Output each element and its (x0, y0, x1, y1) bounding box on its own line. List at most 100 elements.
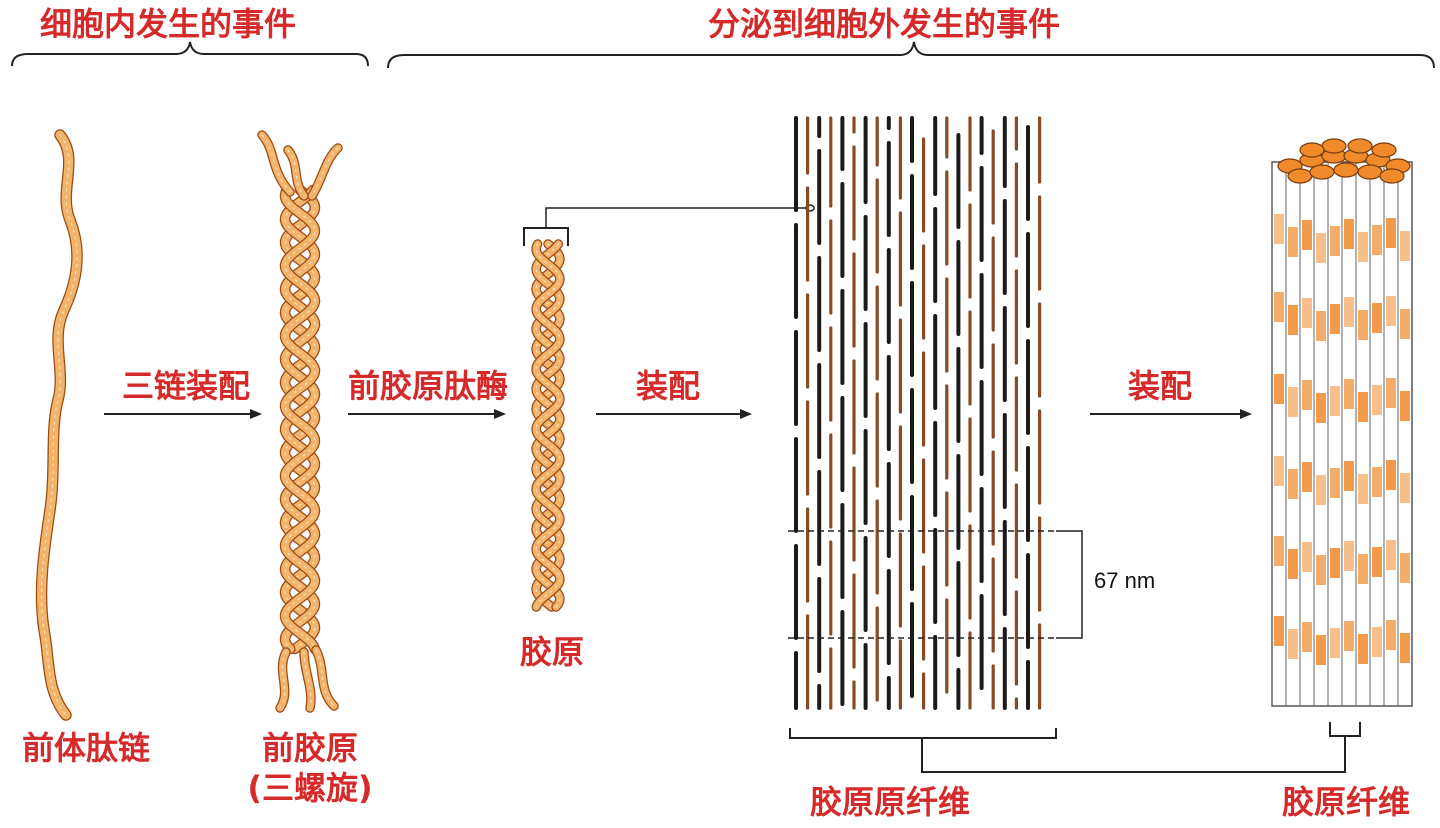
fiber-band (1274, 214, 1284, 244)
fiber-band (1330, 386, 1340, 416)
procollagen-loose-end-2 (283, 145, 309, 201)
collagen-fibril-array (794, 116, 1042, 710)
fibril-end-cap (1299, 142, 1325, 158)
fiber-band (1344, 219, 1354, 249)
procollagen-triple-helix (257, 130, 343, 713)
fiber-band (1316, 635, 1326, 665)
fiber-band (1344, 297, 1354, 327)
fiber-band (1344, 461, 1354, 491)
fiber-band (1344, 621, 1354, 651)
fibril-end-cap (1379, 168, 1405, 184)
extracellular-events-header: 分泌到细胞外发生的事件 (708, 5, 1061, 43)
fiber-band (1400, 391, 1410, 421)
fiber-band (1288, 227, 1298, 257)
fiber-band (1274, 616, 1284, 646)
fiber-band (1358, 554, 1368, 584)
collagen-fiber-bundle (1271, 138, 1413, 707)
fibril-bracket (789, 728, 1057, 739)
fibril-to-fiber-connector (921, 736, 1346, 773)
fiber-band (1372, 385, 1382, 415)
fiber-band (1372, 627, 1382, 657)
procollagen-loose-end-6 (311, 645, 339, 711)
fiber-band (1372, 547, 1382, 577)
fiber-band (1288, 629, 1298, 659)
collagen-label: 胶原 (519, 633, 585, 671)
fiber-band (1358, 474, 1368, 504)
procollagen-peptidase-label: 前胶原肽酶 (347, 367, 509, 405)
fiber-band (1372, 225, 1382, 255)
fiber-band (1316, 555, 1326, 585)
fiber-band (1274, 456, 1284, 486)
procollagen-loose-end-1 (257, 130, 295, 197)
procollagen-loose-end-4 (275, 647, 291, 713)
fiber-band (1400, 553, 1410, 583)
fiber-band (1330, 468, 1340, 498)
pro-alpha-chain-label: 前体肽链 (21, 729, 151, 767)
period-dimension-label: 67 nm (1094, 568, 1156, 593)
period-dimension-bracket (1056, 530, 1083, 639)
fibril-end-cap (1347, 138, 1373, 154)
fiber-band (1400, 473, 1410, 503)
fiber-band (1386, 378, 1396, 408)
fiber-band (1386, 296, 1396, 326)
fiber-band (1316, 393, 1326, 423)
assembly-label-1: 装配 (635, 367, 701, 405)
fiber-band (1330, 304, 1340, 334)
fiber-band (1358, 392, 1368, 422)
fiber-band (1372, 303, 1382, 333)
collagen-pointer-line (545, 207, 810, 228)
three-chain-assembly-label: 三链装配 (121, 367, 251, 405)
collagen-strand-3 (531, 239, 565, 612)
pro-alpha-chain (35, 129, 83, 721)
fiber-band (1302, 462, 1312, 492)
fiber-band (1358, 310, 1368, 340)
fiber-band (1316, 475, 1326, 505)
fiber-band (1288, 387, 1298, 417)
fiber-band (1288, 305, 1298, 335)
collagen-triple-helix (531, 239, 565, 612)
fiber-band (1316, 311, 1326, 341)
fiber-band (1274, 374, 1284, 404)
procollagen-strand-3 (279, 184, 321, 655)
fiber-band (1386, 620, 1396, 650)
intracellular-brace (11, 41, 369, 67)
fiber-band (1330, 226, 1340, 256)
fiber-band (1358, 634, 1368, 664)
fiber-band (1302, 542, 1312, 572)
procollagen-label: 前胶原 (261, 729, 359, 767)
procollagen-loose-end-3 (307, 143, 343, 201)
fiber-band (1386, 460, 1396, 490)
fibril-end-cap (1287, 168, 1313, 184)
fibril-end-cap (1357, 164, 1383, 180)
fiber-band (1274, 292, 1284, 322)
fiber-band (1288, 549, 1298, 579)
fiber-band (1358, 232, 1368, 262)
fiber-band (1302, 220, 1312, 250)
extracellular-brace (387, 41, 1435, 69)
collagen-fiber-label: 胶原纤维 (1281, 783, 1411, 821)
fiber-band (1302, 622, 1312, 652)
collagen-fibril-label: 胶原原纤维 (809, 783, 971, 821)
fiber-band (1372, 467, 1382, 497)
fiber-band (1386, 218, 1396, 248)
fiber-band (1330, 548, 1340, 578)
fiber-band (1400, 633, 1410, 663)
fiber-band (1302, 380, 1312, 410)
fibril-end-cap (1321, 138, 1347, 154)
fibril-end-cap (1309, 164, 1335, 180)
fiber-band (1344, 541, 1354, 571)
fibril-end-cap (1333, 162, 1359, 178)
collagen-strand-2 (531, 239, 565, 612)
fiber-band (1330, 628, 1340, 658)
fiber-band (1302, 298, 1312, 328)
fiber-band (1344, 379, 1354, 409)
fiber-band (1400, 309, 1410, 339)
triple-helix-label: (三螺旋) (247, 769, 373, 807)
intracellular-events-header: 细胞内发生的事件 (40, 5, 297, 43)
fibril-end-cap (1371, 142, 1397, 158)
pro-alpha-strand (35, 129, 83, 721)
fiber-band (1274, 536, 1284, 566)
fiber-bracket (1329, 722, 1361, 737)
